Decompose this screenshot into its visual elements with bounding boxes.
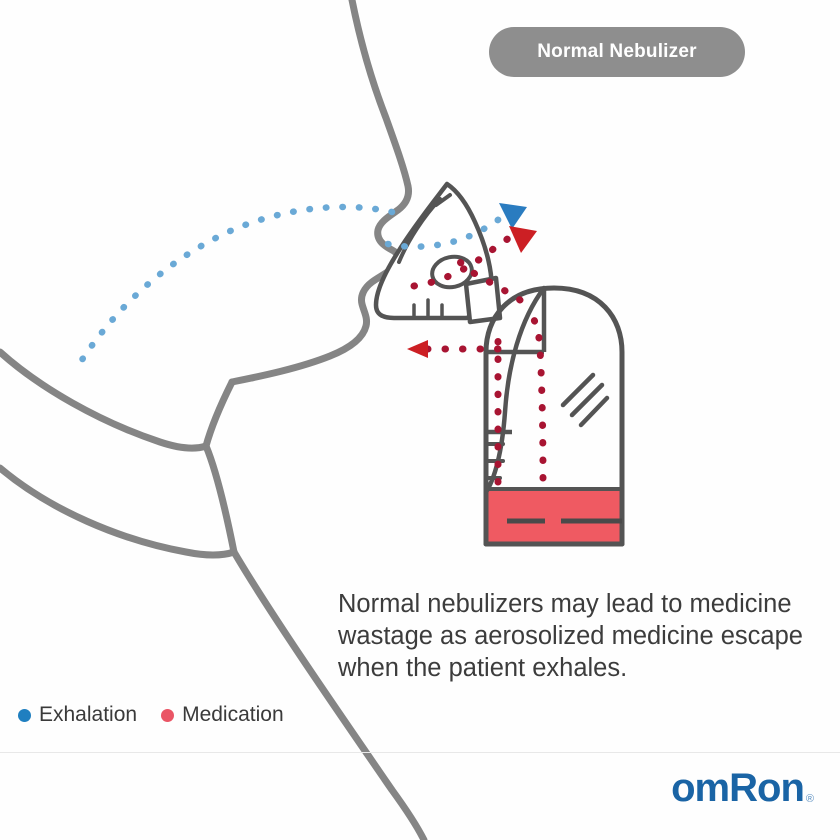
mask-apex-dash xyxy=(434,193,452,207)
cup-hatch-lines xyxy=(560,372,610,428)
exhalation-curve-mask xyxy=(384,210,510,250)
medication-rise-right xyxy=(522,302,547,482)
medication-escape-upper xyxy=(410,232,516,290)
medication-arrow-right-triangle xyxy=(509,226,537,253)
legend-item-medication: Medication xyxy=(161,703,284,727)
registered-trademark-icon: ® xyxy=(805,793,814,805)
medication-arrowheads xyxy=(407,226,537,358)
cup-outline xyxy=(483,285,625,547)
medication-reservoir xyxy=(486,489,622,544)
mask-cup-connector xyxy=(463,275,503,325)
patient-face-profile xyxy=(228,0,412,386)
footer-divider xyxy=(0,752,840,753)
exhalation-flow-path xyxy=(74,203,510,370)
cup-inner-chamber xyxy=(483,285,547,495)
patient-collar-lower xyxy=(0,464,238,559)
patient-shirt-diagonal xyxy=(230,548,428,840)
patient-collar-upper xyxy=(0,348,210,452)
nebulizer-cup-body xyxy=(483,285,625,547)
exhalation-curve-left xyxy=(74,203,396,370)
medication-flow-path xyxy=(410,232,547,486)
legend-dot-medication xyxy=(161,708,175,722)
patient-neck-line xyxy=(202,378,236,450)
hatch-line-3 xyxy=(578,395,610,428)
connector-body xyxy=(463,275,503,325)
legend-item-exhalation: Exhalation xyxy=(18,703,137,727)
omron-logo: omRon ® xyxy=(671,768,814,808)
omron-logo-wordmark: omRon xyxy=(671,766,805,810)
hatch-line-1 xyxy=(560,372,596,408)
cup-graduation-marks xyxy=(484,442,505,480)
exhalation-arrowhead xyxy=(499,203,527,229)
legend-label-medication: Medication xyxy=(182,703,284,726)
legend-label-exhalation: Exhalation xyxy=(39,703,138,726)
nebulizer-type-badge: Normal Nebulizer xyxy=(489,27,745,77)
exhalation-arrow-triangle xyxy=(499,203,527,229)
badge-label: Normal Nebulizer xyxy=(537,41,697,62)
legend-dot-exhalation xyxy=(18,708,31,722)
medication-arrow-left-triangle xyxy=(407,340,428,358)
caption-text: Normal nebulizers may lead to medicine w… xyxy=(338,590,803,682)
legend: Exhalation Medication xyxy=(18,703,284,727)
hatch-line-2 xyxy=(569,382,605,418)
patient-collar-wedge xyxy=(202,442,238,556)
